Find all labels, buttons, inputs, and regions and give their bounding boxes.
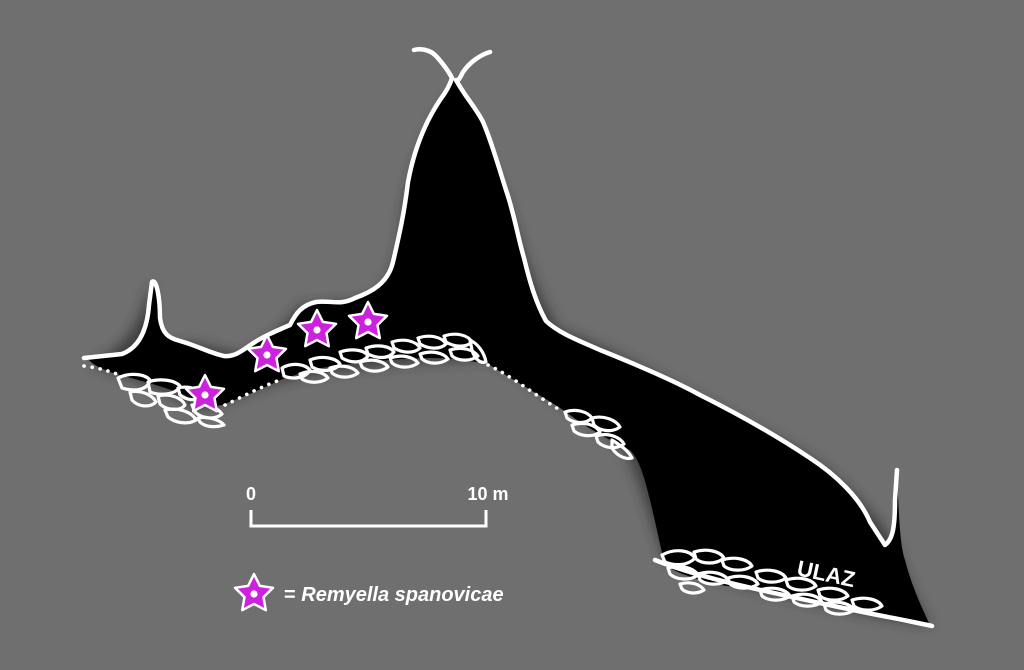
cave-passage	[88, 78, 930, 625]
legend-species: Remyella spanovicae	[301, 584, 503, 606]
legend-prefix: =	[284, 584, 301, 606]
rubble-entrance	[660, 548, 884, 616]
legend-label: = Remyella spanovicae	[284, 584, 504, 606]
star-icon[interactable]	[246, 333, 288, 373]
rubble-slope	[563, 408, 634, 461]
star-icon[interactable]	[347, 300, 389, 340]
scale-start-label: 0	[246, 484, 256, 504]
star-icon[interactable]	[184, 373, 226, 413]
scale-end-label: 10 m	[467, 484, 508, 504]
star-icon[interactable]	[296, 308, 338, 348]
legend-star-icon	[233, 572, 275, 612]
cave-ceiling-outline	[81, 46, 455, 361]
scale-bar: 0 10 m	[246, 484, 509, 528]
cave-chimney-outline	[453, 49, 900, 548]
legend: = Remyella spanovicae	[233, 572, 504, 612]
remyella-markers	[184, 300, 389, 413]
rubble-central	[280, 332, 488, 384]
floor-dotted-line-east	[486, 363, 562, 412]
